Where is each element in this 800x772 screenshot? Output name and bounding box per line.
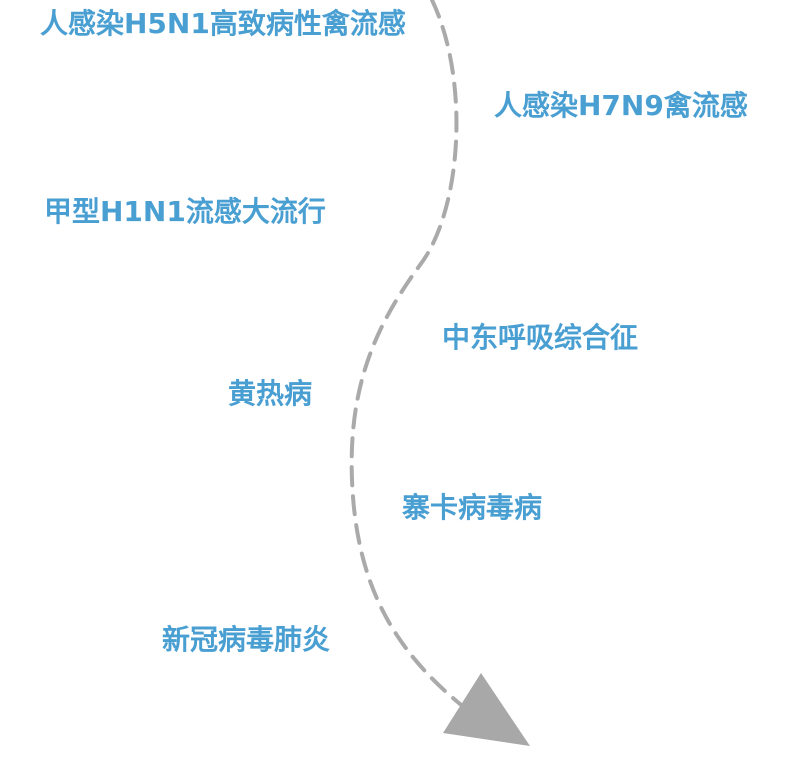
event-label-zika: 寨卡病毒病	[402, 491, 543, 524]
timeline-arrowhead	[443, 673, 530, 746]
event-label-h5n1: 人感染H5N1高致病性禽流感	[40, 7, 406, 40]
event-label-h7n9: 人感染H7N9禽流感	[494, 89, 748, 122]
event-label-yellow-fever: 黄热病	[228, 377, 313, 410]
event-label-mers: 中东呼吸综合征	[442, 321, 639, 354]
timeline-dashed-path	[349, 0, 472, 714]
event-label-h1n1: 甲型H1N1流感大流行	[44, 195, 326, 228]
event-label-covid: 新冠病毒肺炎	[162, 623, 331, 656]
